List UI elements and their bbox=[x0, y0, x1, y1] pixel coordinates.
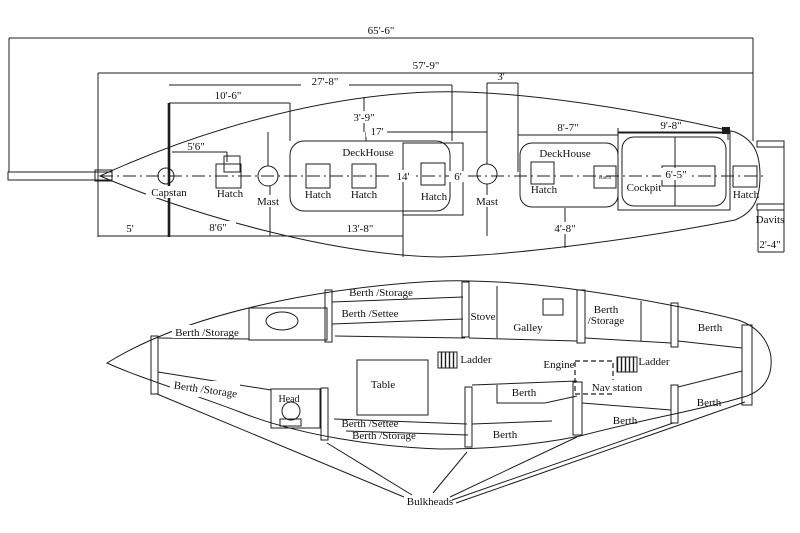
deck-plan: 65'-6" 57'-9" 27'-8" 10'-6" 5'6" 3' 3'-9… bbox=[7, 25, 785, 258]
deck-structures bbox=[157, 131, 785, 253]
cockpit-label: Cockpit bbox=[627, 182, 662, 194]
interior-plan: Berth /Storage Berth /Storage Berth /Sto… bbox=[105, 280, 772, 508]
cockpit-outer bbox=[617, 131, 731, 211]
toilet bbox=[281, 401, 301, 421]
dim-9-8-label: 9'-8" bbox=[660, 120, 681, 132]
mizzen-mast-label: Mast bbox=[476, 196, 498, 208]
fore-hatch bbox=[215, 163, 242, 189]
dim-27-8-label: 27'-8" bbox=[312, 76, 339, 88]
table bbox=[356, 359, 429, 416]
ladder-fwd bbox=[437, 351, 458, 369]
mid-top-berth-storage-label: Berth /Storage bbox=[349, 287, 413, 299]
table-label: Table bbox=[371, 379, 395, 391]
stove-label: Stove bbox=[470, 311, 495, 323]
dh1-hatch-c-label: Hatch bbox=[421, 191, 448, 203]
galley-label: Galley bbox=[513, 322, 543, 334]
interior-hull-outline bbox=[105, 280, 772, 450]
davit-bar-top bbox=[756, 140, 785, 148]
deckhouse-1-hatch-a bbox=[305, 163, 331, 189]
dim-17-label: 17' bbox=[371, 126, 384, 138]
interior-label-backings bbox=[170, 325, 644, 397]
bulkhead-leaders bbox=[156, 393, 746, 504]
dim-5-6-label: 5'6" bbox=[187, 141, 204, 153]
main-mast-label: Mast bbox=[257, 196, 279, 208]
engine-box bbox=[574, 360, 614, 395]
mid-top-berth-settee-label: Berth /Settee bbox=[341, 308, 398, 320]
head-label: Head bbox=[278, 394, 299, 405]
dim-4-8-label: 4'-8" bbox=[554, 223, 575, 235]
deck-hull-outline bbox=[98, 91, 761, 258]
deckhouse-1-hatch-c bbox=[420, 162, 446, 186]
dim-8-6-label: 8'6" bbox=[209, 222, 226, 234]
davits-label: Davits bbox=[756, 214, 785, 226]
engine-label: Engine bbox=[543, 359, 574, 371]
aft-hatch-label: Hatch bbox=[733, 189, 760, 201]
aft-berth-line2-label: /Storage bbox=[588, 315, 625, 327]
fore-hatch-cover bbox=[223, 155, 241, 173]
davit-bar-bottom bbox=[756, 203, 785, 211]
deckhouse-2-hatch bbox=[530, 161, 555, 185]
mid-bottom-berth-storage-label: Berth /Storage bbox=[352, 430, 416, 442]
deck-hull bbox=[7, 91, 763, 258]
ladder-aft-label: Ladder bbox=[638, 356, 669, 368]
dim-57-9-label: 57'-9" bbox=[413, 60, 440, 72]
galley-sink bbox=[542, 298, 564, 316]
fwd-top-berth-storage-label: Berth /Storage bbox=[175, 327, 239, 339]
aft-top-berth-label: Berth bbox=[698, 322, 723, 334]
aft-mid-berth-label: Berth bbox=[613, 415, 638, 427]
mid-bottom-berth-settee-label: Berth /Settee bbox=[341, 418, 398, 430]
interior-partitions bbox=[157, 286, 743, 436]
bottom-berth-label: Berth bbox=[493, 429, 518, 441]
deck-label-backings bbox=[146, 76, 689, 234]
vberth-oval bbox=[265, 311, 299, 331]
deckhouse-1-label: DeckHouse bbox=[342, 147, 393, 159]
dim-8-7-label: 8'-7" bbox=[557, 122, 578, 134]
bulkheads-label: Bulkheads bbox=[407, 496, 453, 508]
dim-14-label: 14' bbox=[397, 171, 410, 183]
dim-13-8-label: 13'-8" bbox=[347, 223, 374, 235]
dim-2-4-label: 2'-4" bbox=[759, 239, 780, 251]
dh2-hatch-label: Hatch bbox=[531, 184, 558, 196]
ladder-fwd-label: Ladder bbox=[460, 354, 491, 366]
dim-65-6-label: 65'-6" bbox=[368, 25, 395, 37]
deckhouse-2-aft-hatch bbox=[593, 165, 617, 189]
dim-3-9-label: 3'-9" bbox=[353, 112, 374, 124]
aft-bottom-berth-label: Berth bbox=[697, 397, 722, 409]
capstan-circle bbox=[157, 167, 175, 185]
aft-berth-line1-label: Berth bbox=[594, 304, 619, 316]
dh2-aft-hatch-label: Hatch bbox=[599, 176, 611, 181]
deck-texts: 65'-6" 57'-9" 27'-8" 10'-6" 5'6" 3' 3'-9… bbox=[126, 25, 784, 251]
dim-5-label: 5' bbox=[126, 223, 134, 235]
mid-berth-label: Berth bbox=[512, 387, 537, 399]
cockpit-inner bbox=[621, 136, 727, 207]
fore-hatch-label: Hatch bbox=[217, 188, 244, 200]
interior-bulkheads bbox=[150, 281, 753, 448]
head-box bbox=[270, 388, 321, 429]
vberth-box bbox=[248, 307, 328, 341]
dh1-hatch-b-label: Hatch bbox=[351, 189, 378, 201]
nav-station-label: Nav station bbox=[592, 382, 643, 394]
dh1-hatch-a-label: Hatch bbox=[305, 189, 332, 201]
bowsprit bbox=[7, 171, 113, 181]
head-sink bbox=[279, 418, 302, 427]
ladder-aft bbox=[616, 356, 638, 373]
dim-10-6-label: 10'-6" bbox=[215, 90, 242, 102]
dim-6-5-label: 6'-5" bbox=[665, 169, 686, 181]
dim-3-label: 3' bbox=[497, 71, 505, 83]
dim-6-label: 6' bbox=[454, 171, 462, 183]
mizzen-mast-circle bbox=[476, 163, 498, 185]
capstan-label: Capstan bbox=[151, 187, 187, 199]
deckhouse-2-label: DeckHouse bbox=[539, 148, 590, 160]
aft-hatch bbox=[732, 165, 758, 188]
deckhouse-1-hatch-b bbox=[351, 163, 377, 189]
